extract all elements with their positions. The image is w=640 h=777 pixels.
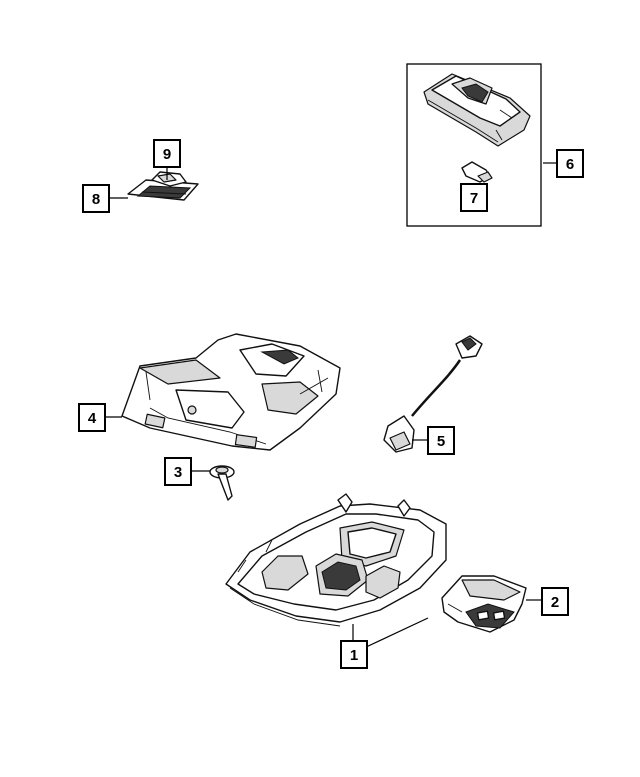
- callout-9: 9: [153, 139, 181, 168]
- callout-2: 2: [541, 587, 569, 616]
- bulb-part-9[interactable]: [151, 171, 187, 187]
- push-pin-part-3[interactable]: [209, 465, 235, 501]
- callout-label-7: 7: [470, 190, 478, 207]
- callout-label-1: 1: [350, 647, 358, 664]
- callout-3: 3: [164, 457, 192, 486]
- callout-label-9: 9: [163, 146, 171, 163]
- map-lamp-part-8[interactable]: [127, 179, 199, 201]
- callout-label-2: 2: [551, 594, 559, 611]
- callout-8: 8: [82, 184, 110, 213]
- bulb-part-7[interactable]: [461, 161, 493, 183]
- overhead-console-part-1[interactable]: [225, 493, 447, 627]
- callout-1: 1: [340, 640, 368, 669]
- callout-6: 6: [556, 149, 584, 178]
- dome-lamp-part-6[interactable]: [423, 73, 531, 147]
- wire-harness-part-5[interactable]: [383, 335, 483, 453]
- callout-label-3: 3: [174, 464, 182, 481]
- callout-4: 4: [78, 403, 106, 432]
- callout-5: 5: [427, 426, 455, 455]
- callout-label-6: 6: [566, 156, 574, 173]
- callout-7: 7: [460, 183, 488, 212]
- switch-module-part-2[interactable]: [441, 575, 527, 633]
- callout-label-4: 4: [88, 410, 97, 427]
- console-bracket-part-4[interactable]: [121, 333, 341, 451]
- callout-label-5: 5: [437, 433, 445, 450]
- kit-frame-6: [406, 63, 542, 227]
- leader-1b: [363, 617, 429, 649]
- callout-label-8: 8: [92, 191, 100, 208]
